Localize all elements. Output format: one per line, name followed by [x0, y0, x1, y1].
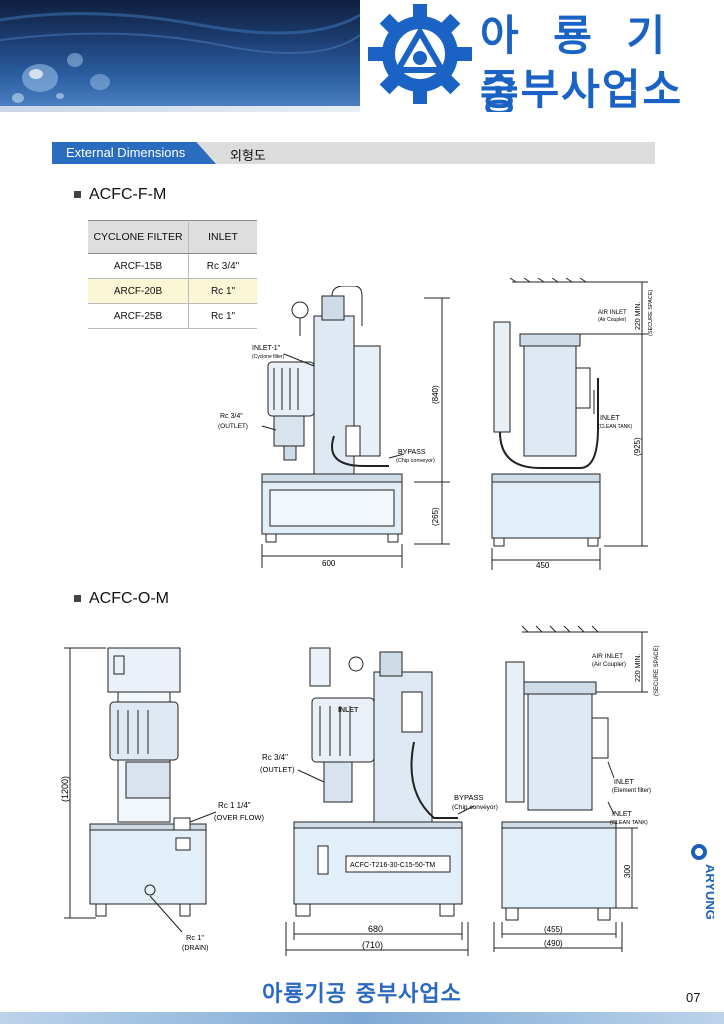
- model1-heading: ACFC-F-M: [74, 186, 166, 204]
- m1-dim-height-lower: (265): [431, 507, 440, 526]
- m2-overflow: Rc 1 1/4": [218, 801, 251, 810]
- bullet-icon: [74, 595, 81, 603]
- brand-gear-icon: ARYUNG: [691, 844, 718, 920]
- table-cell: Rc 1": [188, 303, 257, 329]
- m2-dim-height: (1200): [60, 776, 70, 802]
- section-title: External Dimensions: [66, 145, 186, 160]
- m1-air-inlet: AIR INLET: [598, 310, 627, 316]
- m2-dim-width-inner: 680: [368, 924, 383, 934]
- m1-side-dim-width: 450: [536, 561, 550, 570]
- m1-air-inlet-sub: (Air Coupler): [598, 317, 627, 323]
- m2-secure: 220 MIN.: [635, 654, 642, 682]
- company-title-line1: 아 룡 기 공: [480, 11, 676, 112]
- m1-dim-height-upper: (840): [431, 385, 440, 404]
- m2-inlet-element-sub: (Element filter): [612, 788, 651, 794]
- m1-inlet1-label: INLET-1": [252, 345, 281, 352]
- m2-inlet-element: INLET: [614, 779, 635, 786]
- m2-dim-width-inner: (455): [544, 925, 563, 934]
- table-cell: ARCF-15B: [88, 253, 189, 279]
- company-title-line2: 중부사업소: [480, 65, 684, 112]
- table-cell: ARCF-25B: [88, 303, 189, 329]
- m2-motor-label: INLET: [338, 707, 359, 714]
- model1-side-drawing: AIR INLET (Air Coupler) 220 MIN. (SECURE…: [491, 278, 654, 570]
- m2-air-inlet-sub: (Air Coupler): [592, 662, 626, 668]
- m2-bypass-sub: (Chip conveyor): [452, 804, 498, 811]
- brand-name: ARYUNG: [703, 864, 714, 920]
- table-cell: Rc 3/4": [188, 253, 257, 279]
- bullet-icon: [74, 191, 81, 199]
- m2-inlet-clean: INLET: [612, 811, 633, 818]
- section-tab: [52, 142, 216, 164]
- header-banner: 아 룡 기 공 중부사업소: [0, 0, 724, 112]
- table-header-row: CYCLONE FILTER INLET: [88, 220, 257, 254]
- m2-bypass: BYPASS: [454, 793, 483, 802]
- model1-front-drawing: INLET-1" (Cyclone filter) Rc 3/4" (OUTLE…: [218, 286, 450, 568]
- page-number: 07: [686, 990, 701, 1005]
- model2-left-drawing: (1200) Rc 1 1/4" (OVER FLOW) Rc 1" (DRAI…: [60, 647, 265, 952]
- m2-dim-height: 300: [623, 864, 632, 878]
- side-brand: ARYUNG: [684, 842, 718, 942]
- footer-title: 아룡기공 중부사업소: [262, 982, 462, 1007]
- table-cell: Rc 1": [188, 278, 257, 304]
- model1-name: ACFC-F-M: [89, 186, 167, 203]
- m1-secure-sub: (SECURE SPACE): [648, 289, 654, 336]
- cyclone-filter-table: CYCLONE FILTER INLET ARCF-15B Rc 3/4" AR…: [88, 220, 257, 329]
- m1-bypass-label: BYPASS: [398, 449, 426, 456]
- m2-secure-sub: (SECURE SPACE): [654, 645, 660, 696]
- table-row-highlighted: ARCF-20B Rc 1": [88, 278, 257, 304]
- footer-bar: [0, 1012, 724, 1024]
- m1-inlet-sub: (CLEAN TANK): [598, 424, 633, 430]
- m2-outlet-sub: (OUTLET): [260, 765, 295, 774]
- section-subtitle: 외형도: [230, 149, 266, 164]
- m1-secure: 220 MIN.: [635, 302, 642, 330]
- m1-dim-height: (925): [633, 437, 642, 456]
- m1-outlet-label: Rc 3/4": [220, 413, 243, 420]
- table-row: ARCF-25B Rc 1": [88, 303, 257, 329]
- water-drops-decoration: [0, 12, 360, 103]
- m2-drain: Rc 1": [186, 933, 204, 942]
- m2-dim-width-outer: (710): [362, 940, 383, 950]
- model2-name: ACFC-O-M: [89, 590, 169, 607]
- gear-logo-icon: [368, 4, 472, 104]
- m2-overflow-sub: (OVER FLOW): [214, 813, 265, 822]
- m2-inlet-clean-sub: (CLEAN TANK): [610, 820, 648, 826]
- header-divider: [0, 106, 360, 112]
- table-row: ARCF-15B Rc 3/4": [88, 253, 257, 279]
- model2-side-drawing: AIR INLET (Air Coupler) 220 MIN. (SECURE…: [493, 625, 660, 952]
- m1-outlet-sub: (OUTLET): [218, 423, 248, 430]
- m1-dim-width: 600: [322, 559, 336, 568]
- table-header-cyclone: CYCLONE FILTER: [88, 220, 189, 254]
- m1-bypass-sub: (Chip conveyor): [396, 458, 435, 464]
- m2-drain-sub: (DRAIN): [182, 945, 208, 952]
- m1-inlet: INLET: [600, 415, 621, 422]
- model2-front-drawing: Rc 3/4" (OUTLET) INLET BYPASS (Chip conv…: [260, 647, 498, 956]
- m2-air-inlet: AIR INLET: [592, 653, 623, 660]
- model2-heading: ACFC-O-M: [74, 590, 169, 608]
- m2-outlet: Rc 3/4": [262, 753, 288, 762]
- m2-dim-width-outer: (490): [544, 939, 563, 948]
- table-header-inlet: INLET: [188, 220, 257, 254]
- m2-model-plate: ACFC-T216-30-C15-50-TM: [350, 862, 435, 869]
- table-cell: ARCF-20B: [88, 278, 189, 304]
- m1-inlet1-sub: (Cyclone filter): [252, 354, 285, 360]
